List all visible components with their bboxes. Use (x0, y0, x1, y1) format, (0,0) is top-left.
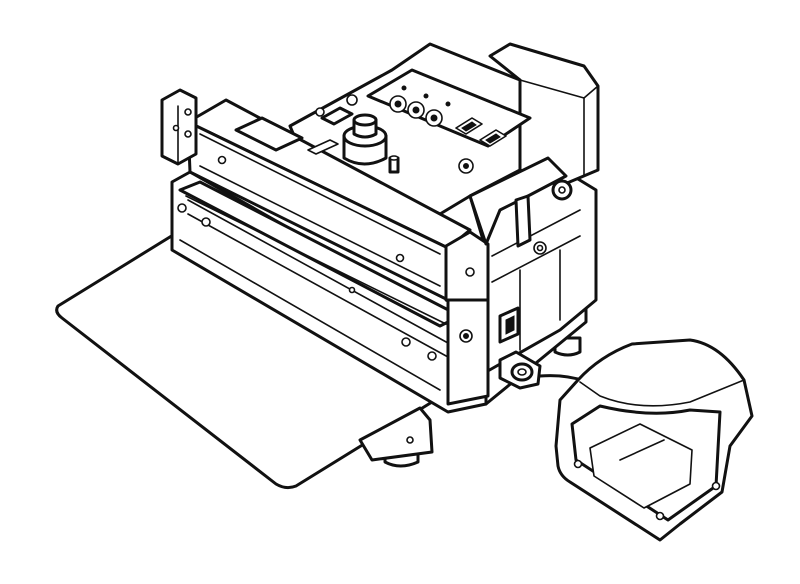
control-panel (366, 68, 532, 174)
left-end-bracket (160, 88, 198, 166)
feed-tray (55, 230, 447, 490)
pedal-connector (498, 350, 542, 390)
cooling-dial-icon (425, 109, 443, 127)
power-switch-icon (455, 117, 483, 135)
mode-switch-icon (479, 129, 507, 147)
adjustment-knob (315, 94, 400, 174)
timer-dial-icon (389, 95, 407, 113)
temperature-dial-icon (407, 101, 425, 119)
right-end-bracket (444, 156, 573, 406)
foot-pedal (554, 338, 754, 542)
